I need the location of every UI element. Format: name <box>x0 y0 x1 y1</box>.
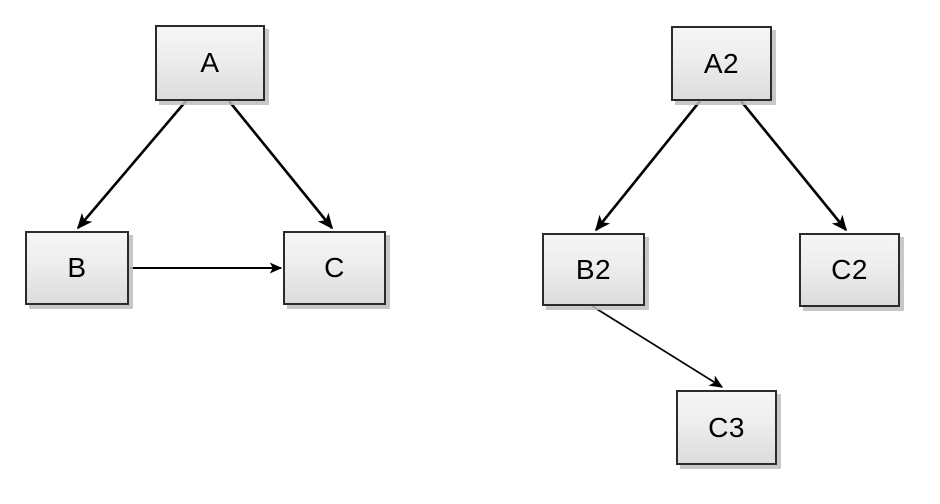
edge-a-to-b <box>76 100 187 230</box>
edge-a-to-c <box>227 100 334 230</box>
node-b2[interactable]: B2 <box>542 233 645 306</box>
node-b[interactable]: B <box>25 231 129 305</box>
node-c-label: C <box>324 252 345 283</box>
node-c2-label: C2 <box>831 254 868 285</box>
node-a2[interactable]: A2 <box>671 26 772 101</box>
node-a2-label: A2 <box>703 47 740 79</box>
node-c2[interactable]: C2 <box>799 233 900 307</box>
edge-a2-to-b2 <box>594 100 702 232</box>
node-a[interactable]: A <box>155 25 265 101</box>
edge-b2-to-c3 <box>591 305 724 388</box>
node-c[interactable]: C <box>283 231 386 305</box>
node-b-label: B <box>67 252 87 283</box>
node-c3[interactable]: C3 <box>676 390 777 465</box>
node-b2-label: B2 <box>575 253 612 285</box>
node-a-label: A <box>200 47 220 78</box>
node-c3-label: C3 <box>708 411 745 443</box>
edge-a2-to-c2 <box>739 100 848 232</box>
